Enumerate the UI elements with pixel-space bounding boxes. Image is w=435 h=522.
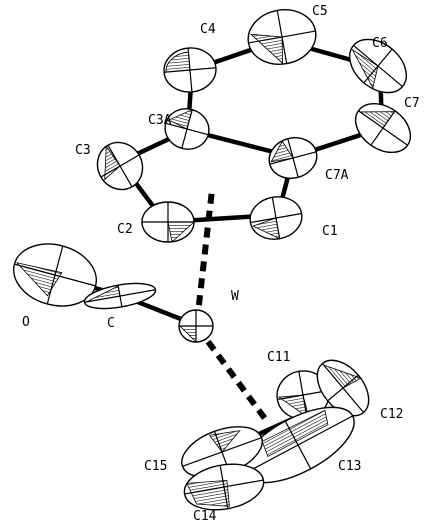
atom-c4 [163, 47, 217, 93]
atom-c13 [241, 406, 355, 484]
label-c: C [107, 316, 115, 331]
label-c3: C3 [75, 143, 91, 158]
label-c7a: C7A [325, 168, 349, 183]
label-c4: C4 [200, 22, 216, 37]
atom-c7 [354, 102, 412, 154]
atom-c1 [249, 196, 303, 240]
label-o: O [22, 315, 30, 330]
label-c12: C12 [380, 407, 403, 422]
label-c7: C7 [404, 96, 420, 111]
label-c13: C13 [338, 459, 361, 474]
atom-c3 [96, 141, 144, 191]
label-c6: C6 [372, 36, 388, 51]
atom-c12 [316, 359, 370, 417]
atom-o [12, 243, 98, 307]
atom-w [178, 309, 214, 343]
label-c2: C2 [117, 222, 133, 237]
label-c5: C5 [312, 4, 328, 19]
atom-c6 [349, 38, 407, 94]
label-c1: C1 [322, 224, 338, 239]
atom-labels: C4 C5 C6 C7 C3A C3 C7A C2 C1 O C W C11 C… [22, 4, 420, 522]
atom-c3a [164, 108, 210, 150]
atom-c11 [276, 370, 330, 420]
label-c3a: C3A [148, 113, 172, 128]
label-c14: C14 [193, 509, 217, 522]
bond-w-cp-centroid [195, 326, 269, 422]
atom-c [83, 282, 157, 310]
label-c15: C15 [144, 459, 167, 474]
bond-w-indenyl-centroid [194, 189, 215, 323]
atom-c7a [268, 137, 318, 179]
label-c11: C11 [267, 350, 290, 365]
atom-c2 [141, 201, 196, 243]
atom-c14 [183, 463, 265, 511]
label-w: W [231, 289, 239, 304]
atom-c5 [247, 9, 317, 65]
